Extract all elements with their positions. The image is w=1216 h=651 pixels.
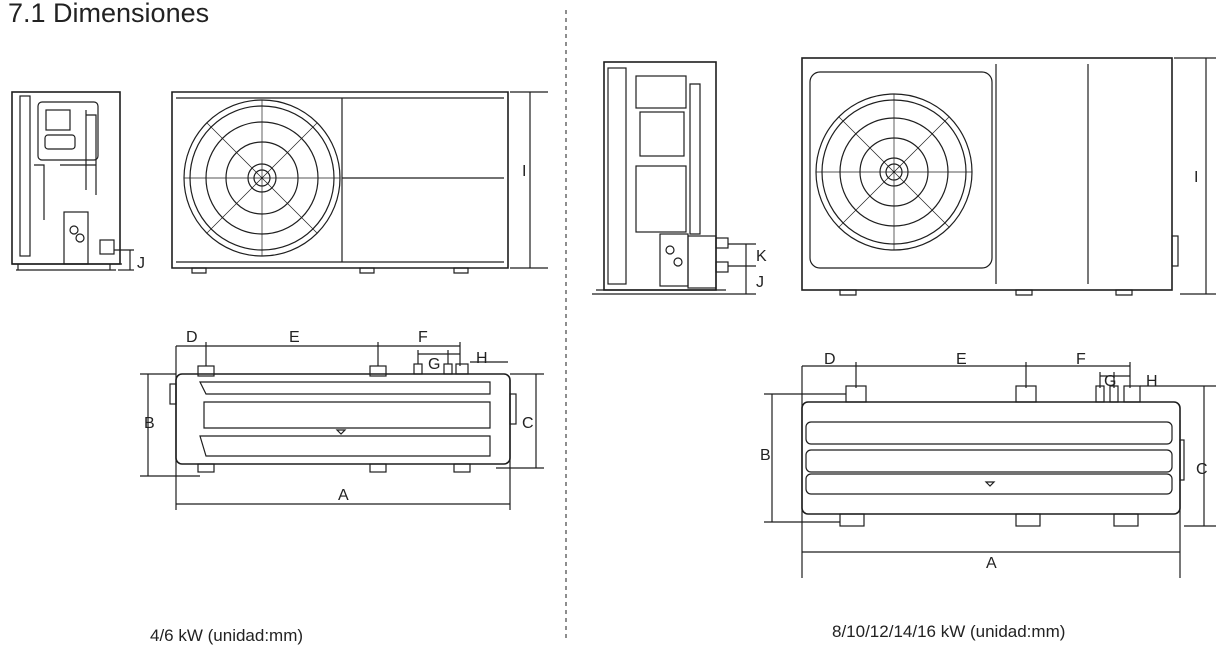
label-I-left: I (522, 163, 526, 180)
label-F-left: F (418, 329, 428, 346)
left-top-dims (140, 342, 544, 510)
label-H-right: H (1146, 373, 1158, 390)
label-F-right: F (1076, 351, 1086, 368)
right-side-view (592, 61, 729, 295)
right-front-view (801, 57, 1179, 296)
label-C-left: C (522, 415, 534, 432)
page-title: 7.1 Dimensiones (8, 0, 210, 28)
caption-left-unit: 4/6 kW (unidad:mm) (150, 626, 304, 645)
label-J-left: J (137, 255, 145, 272)
left-front-view (171, 91, 509, 274)
label-E-left: E (289, 329, 300, 346)
right-side-dims-JK (724, 243, 756, 295)
right-front-dim-I (1174, 57, 1216, 295)
label-D-left: D (186, 329, 198, 346)
label-B-left: B (144, 415, 155, 432)
right-top-dims (764, 362, 1216, 578)
left-side-dim-J (114, 249, 134, 271)
label-J-right: J (756, 274, 764, 291)
label-D-right: D (824, 351, 836, 368)
label-E-right: E (956, 351, 967, 368)
label-K-right: K (756, 248, 767, 265)
label-B-right: B (760, 447, 771, 464)
label-I-right: I (1194, 169, 1198, 186)
label-H-left: H (476, 350, 488, 367)
label-A-left: A (338, 487, 349, 504)
caption-right-unit: 8/10/12/14/16 kW (unidad:mm) (832, 622, 1066, 641)
label-A-right: A (986, 555, 997, 572)
left-top-view (169, 363, 517, 473)
right-top-view (801, 385, 1185, 527)
left-front-dim-I (510, 91, 548, 269)
label-G-right: G (1104, 373, 1116, 390)
label-C-right: C (1196, 461, 1208, 478)
label-G-left: G (428, 356, 440, 373)
left-side-view (11, 91, 122, 271)
